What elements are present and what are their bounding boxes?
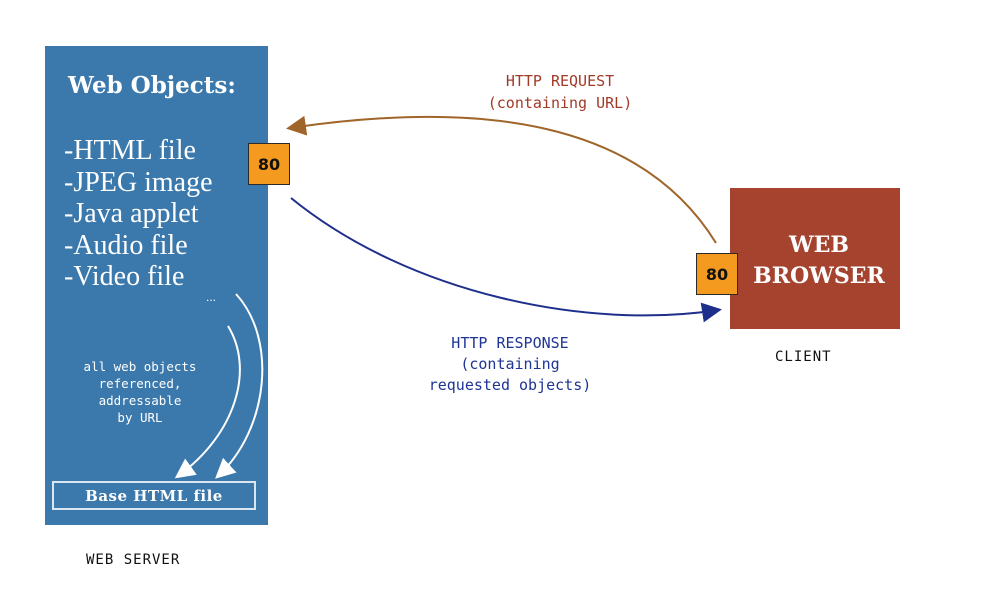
server-port-80: 80 — [248, 143, 290, 185]
object-video-file: -Video file — [64, 261, 185, 292]
object-audio-file: -Audio file — [64, 229, 188, 261]
base-html-file-box: Base HTML file — [52, 481, 256, 510]
object-html-file: -HTML file — [64, 135, 196, 166]
client-label: CLIENT — [775, 349, 832, 365]
http-request-line-2: (containing URL) — [487, 94, 633, 112]
web-objects-list: -HTML file -JPEG image -Java applet -Aud… — [64, 135, 213, 293]
url-reference-note: all web objects referenced, addressable … — [72, 358, 208, 426]
http-response-line-2: (containing — [460, 355, 560, 373]
object-jpeg-image: -JPEG image — [64, 166, 213, 198]
web-browser-box — [730, 188, 900, 329]
http-response-line-3: requested objects) — [428, 376, 592, 394]
url-reference-line-2: referenced, — [98, 376, 182, 391]
url-reference-line-4: by URL — [117, 410, 163, 425]
http-request-label: HTTP REQUEST (containing URL) — [430, 70, 690, 114]
object-java-applet: -Java applet — [64, 198, 199, 229]
http-request-arrow — [286, 115, 717, 244]
reference-arrow-outer — [215, 293, 264, 479]
url-reference-line-3: addressable — [98, 393, 182, 408]
http-response-line-1: HTTP RESPONSE — [451, 334, 569, 352]
http-request-line-1: HTTP REQUEST — [505, 72, 615, 90]
client-port-80: 80 — [696, 253, 738, 295]
web-server-label: WEB SERVER — [86, 552, 181, 568]
objects-ellipsis: ... — [206, 290, 217, 304]
http-response-label: HTTP RESPONSE (containing requested obje… — [385, 333, 635, 396]
web-objects-title: Web Objects: — [68, 72, 236, 99]
web-browser-line-1: WEB — [788, 232, 850, 258]
web-browser-label: WEB BROWSER — [738, 230, 900, 292]
reference-arrow-inner — [174, 325, 241, 479]
url-reference-line-1: all web objects — [83, 359, 197, 374]
web-server-box — [45, 46, 268, 525]
web-browser-line-2: BROWSER — [753, 263, 885, 289]
http-response-arrow — [290, 197, 722, 323]
